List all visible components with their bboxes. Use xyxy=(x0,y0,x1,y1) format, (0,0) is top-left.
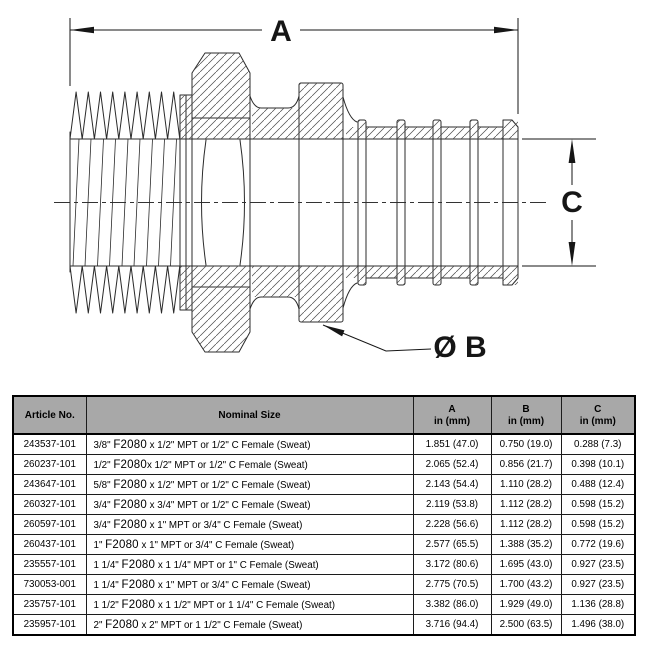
dim-b-cell: 1.112 (28.2) xyxy=(490,514,562,535)
table-row: 260327-101 3/4" F2080 x 3/4" MPT or 1/2"… xyxy=(12,494,636,515)
dim-b-cell: 1.388 (35.2) xyxy=(490,534,562,555)
dim-a-cell: 2.119 (53.8) xyxy=(412,494,492,515)
dim-a-cell: 3.382 (86.0) xyxy=(412,594,492,615)
article-cell: 260437-101 xyxy=(12,534,87,555)
dim-c-cell: 0.398 (10.1) xyxy=(560,454,636,475)
table-row: 235557-101 1 1/4" F2080 x 1 1/4" MPT or … xyxy=(12,554,636,575)
arrow-left-icon xyxy=(70,26,94,34)
nominal-cell: 3/8" F2080 x 1/2" MPT or 1/2" C Female (… xyxy=(85,433,414,455)
table-row: 260237-101 1/2" F2080x 1/2" MPT or 1/2" … xyxy=(12,454,636,475)
dimension-c xyxy=(522,138,596,267)
dim-b-cell: 0.750 (19.0) xyxy=(490,433,562,455)
dim-b-cell: 1.695 (43.0) xyxy=(490,554,562,575)
dim-b-cell: 1.112 (28.2) xyxy=(490,494,562,515)
dim-b-cell: 1.110 (28.2) xyxy=(490,474,562,495)
dim-a-cell: 3.172 (80.6) xyxy=(412,554,492,575)
technical-drawing: A C Ø B xyxy=(54,15,596,364)
dim-c-cell: 0.288 (7.3) xyxy=(560,433,636,455)
header-article: Article No. xyxy=(12,395,87,435)
arrow-down-icon xyxy=(568,242,576,266)
dim-c-cell: 0.927 (23.5) xyxy=(560,554,636,575)
dim-a-cell: 2.065 (52.4) xyxy=(412,454,492,475)
nominal-cell: 1" F2080 x 1" MPT or 3/4" C Female (Swea… xyxy=(85,534,414,555)
article-cell: 235557-101 xyxy=(12,554,87,575)
dim-a-label: A xyxy=(270,15,292,48)
dim-a-cell: 2.775 (70.5) xyxy=(412,574,492,595)
dim-a-cell: 1.851 (47.0) xyxy=(412,433,492,455)
dim-b-cell: 1.700 (43.2) xyxy=(490,574,562,595)
dim-a-cell: 2.228 (56.6) xyxy=(412,514,492,535)
dim-b-cell: 2.500 (63.5) xyxy=(490,614,562,636)
article-cell: 235957-101 xyxy=(12,614,87,636)
article-cell: 260237-101 xyxy=(12,454,87,475)
nominal-cell: 1 1/4" F2080 x 1 1/4" MPT or 1" C Female… xyxy=(85,554,414,575)
dim-a-cell: 2.577 (65.5) xyxy=(412,534,492,555)
nominal-cell: 2" F2080 x 2" MPT or 1 1/2" C Female (Sw… xyxy=(85,614,414,636)
table-row: 243647-101 5/8" F2080 x 1/2" MPT or 1/2"… xyxy=(12,474,636,495)
nominal-cell: 1/2" F2080x 1/2" MPT or 1/2" C Female (S… xyxy=(85,454,414,475)
article-cell: 243537-101 xyxy=(12,433,87,455)
dim-c-cell: 0.927 (23.5) xyxy=(560,574,636,595)
nominal-cell: 3/4" F2080 x 3/4" MPT or 1/2" C Female (… xyxy=(85,494,414,515)
section-hatching xyxy=(180,53,518,352)
article-cell: 260597-101 xyxy=(12,514,87,535)
table-row: 235957-101 2" F2080 x 2" MPT or 1 1/2" C… xyxy=(12,614,636,636)
dim-b-cell: 0.856 (21.7) xyxy=(490,454,562,475)
dim-c-cell: 1.496 (38.0) xyxy=(560,614,636,636)
table-row: 235757-101 1 1/2" F2080 x 1 1/2" MPT or … xyxy=(12,594,636,615)
dim-c-cell: 0.488 (12.4) xyxy=(560,474,636,495)
table-row: 260437-101 1" F2080 x 1" MPT or 3/4" C F… xyxy=(12,534,636,555)
article-cell: 243647-101 xyxy=(12,474,87,495)
article-cell: 260327-101 xyxy=(12,494,87,515)
dim-c-cell: 0.772 (19.6) xyxy=(560,534,636,555)
table-row: 243537-101 3/8" F2080 x 1/2" MPT or 1/2"… xyxy=(12,433,636,455)
nominal-cell: 1 1/2" F2080 x 1 1/2" MPT or 1 1/4" C Fe… xyxy=(85,594,414,615)
header-nominal: Nominal Size xyxy=(85,395,414,435)
table-row: 730053-001 1 1/4" F2080 x 1" MPT or 3/4"… xyxy=(12,574,636,595)
dim-b-cell: 1.929 (49.0) xyxy=(490,594,562,615)
dim-c-cell: 0.598 (15.2) xyxy=(560,494,636,515)
article-cell: 730053-001 xyxy=(12,574,87,595)
article-cell: 235757-101 xyxy=(12,594,87,615)
dimension-a xyxy=(69,18,519,114)
nominal-cell: 3/4" F2080 x 1" MPT or 3/4" C Female (Sw… xyxy=(85,514,414,535)
dim-c-cell: 0.598 (15.2) xyxy=(560,514,636,535)
dim-a-cell: 2.143 (54.4) xyxy=(412,474,492,495)
dim-b-label: Ø B xyxy=(433,331,486,364)
dim-c-label: C xyxy=(561,186,583,219)
dim-c-cell: 1.136 (28.8) xyxy=(560,594,636,615)
nominal-cell: 5/8" F2080 x 1/2" MPT or 1/2" C Female (… xyxy=(85,474,414,495)
thread-section xyxy=(69,91,181,314)
dimension-b xyxy=(322,324,432,352)
nominal-cell: 1 1/4" F2080 x 1" MPT or 3/4" C Female (… xyxy=(85,574,414,595)
arrow-up-icon xyxy=(568,139,576,163)
table-row: 260597-101 3/4" F2080 x 1" MPT or 3/4" C… xyxy=(12,514,636,535)
dim-a-cell: 3.716 (94.4) xyxy=(412,614,492,636)
arrow-right-icon xyxy=(494,26,518,34)
leader-arrow-icon xyxy=(323,325,345,337)
